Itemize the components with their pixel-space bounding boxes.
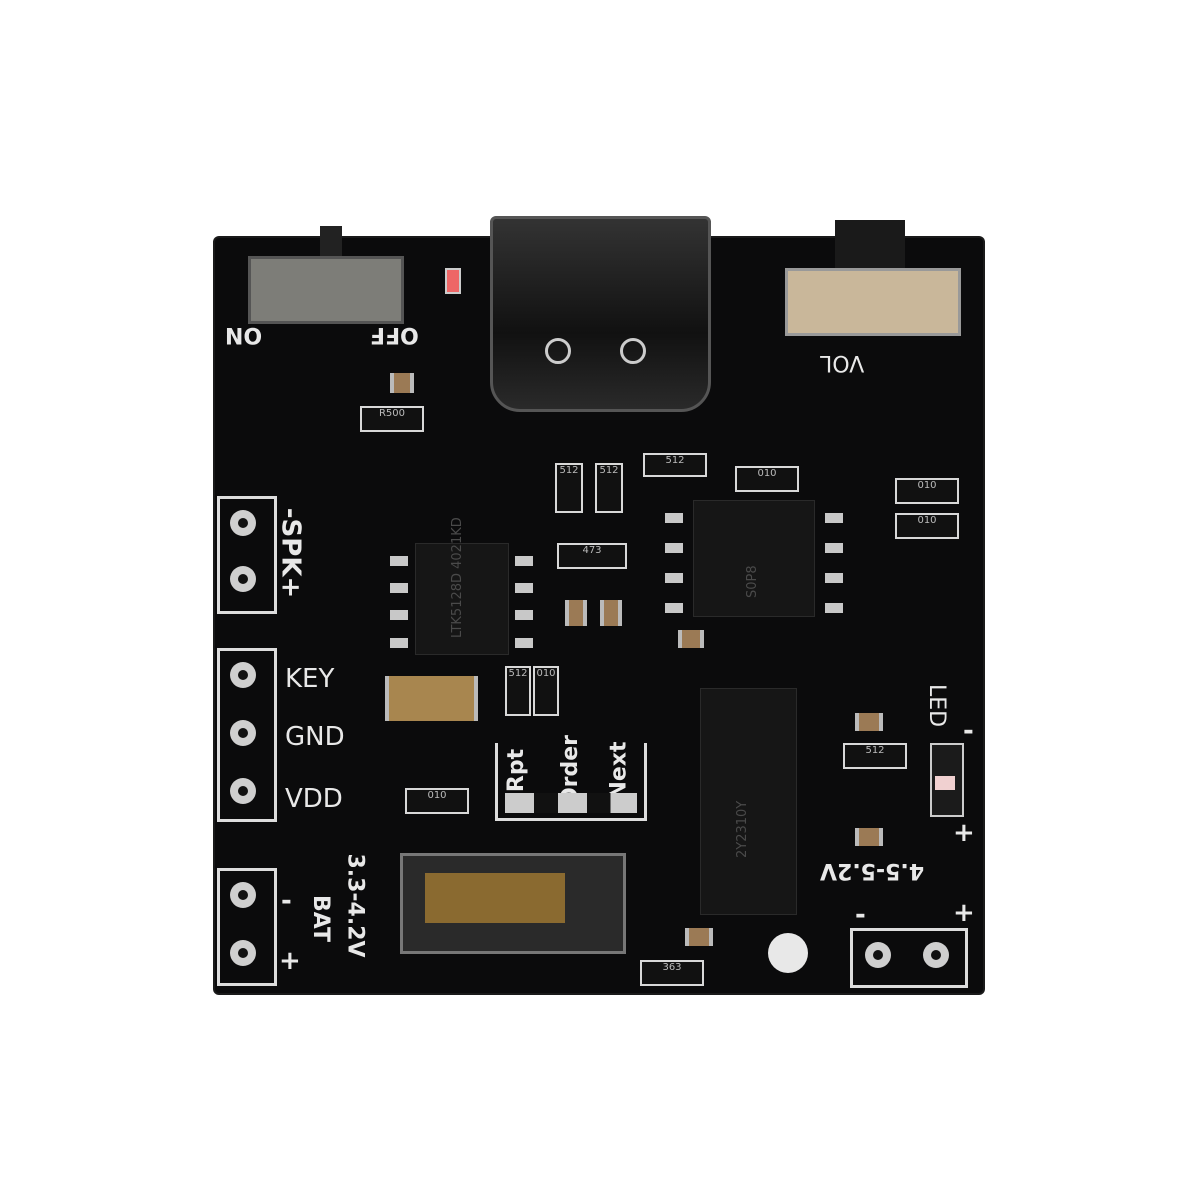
battery-slide-switch-actuator[interactable] bbox=[425, 873, 565, 923]
chip-leg bbox=[515, 610, 533, 620]
chip-leg bbox=[390, 638, 408, 648]
chip-leg bbox=[665, 603, 683, 613]
label-vdd: VDD bbox=[285, 784, 343, 814]
resistor: 512 bbox=[595, 463, 623, 513]
resistor: 010 bbox=[533, 666, 559, 716]
capacitor bbox=[855, 828, 883, 846]
amplifier-chip-marking: LTK5128D 4021KD bbox=[450, 517, 465, 638]
label-bat: BAT bbox=[308, 894, 334, 943]
vol-switch-knob[interactable] bbox=[835, 220, 905, 270]
chip-leg bbox=[825, 513, 843, 523]
resistor: R500 bbox=[360, 406, 424, 432]
label-gnd: GND bbox=[285, 722, 345, 752]
capacitor bbox=[565, 600, 587, 626]
gnd-pin[interactable] bbox=[230, 720, 256, 746]
usb-c-mount-hole bbox=[545, 338, 571, 364]
capacitor bbox=[855, 713, 883, 731]
label-off: OFF bbox=[370, 322, 419, 347]
chip-leg bbox=[390, 610, 408, 620]
chip-leg bbox=[665, 513, 683, 523]
chip-leg bbox=[665, 543, 683, 553]
chip-leg bbox=[825, 543, 843, 553]
speaker-pin[interactable] bbox=[230, 566, 256, 592]
battery-pin-positive[interactable] bbox=[230, 940, 256, 966]
resistor: 512 bbox=[555, 463, 583, 513]
pcb-board: ON OFF VOL -SPK+ KEY GND VDD - + 3.3-4.2… bbox=[215, 216, 983, 993]
label-usb-minus: - bbox=[855, 900, 866, 930]
battery-pin-negative[interactable] bbox=[230, 882, 256, 908]
resistor: 010 bbox=[735, 466, 799, 492]
chip-leg bbox=[825, 603, 843, 613]
tantalum-capacitor bbox=[385, 676, 478, 721]
usb-c-connector[interactable] bbox=[490, 216, 711, 412]
label-key: KEY bbox=[285, 664, 335, 694]
decoder-chip bbox=[700, 688, 797, 915]
power-input-pin[interactable] bbox=[923, 942, 949, 968]
label-spk: -SPK+ bbox=[275, 507, 306, 599]
label-bat-plus: + bbox=[279, 946, 301, 976]
label-usb-plus: + bbox=[953, 898, 975, 928]
resistor: 010 bbox=[895, 513, 959, 539]
chip-leg bbox=[515, 638, 533, 648]
chip-leg bbox=[390, 583, 408, 593]
resistor: 010 bbox=[895, 478, 959, 504]
capacitor bbox=[685, 928, 713, 946]
chip-leg bbox=[515, 556, 533, 566]
label-led-minus: - bbox=[963, 716, 974, 746]
vol-slide-switch[interactable] bbox=[785, 268, 961, 336]
label-bat-minus: - bbox=[281, 886, 292, 916]
amplifier-chip bbox=[415, 543, 509, 655]
status-led-lens bbox=[935, 776, 955, 790]
mode-jumper-pads[interactable] bbox=[505, 793, 637, 813]
resistor: 512 bbox=[843, 743, 907, 769]
power-input-pin[interactable] bbox=[865, 942, 891, 968]
capacitor bbox=[600, 600, 622, 626]
mounting-hole bbox=[768, 933, 808, 973]
key-pin[interactable] bbox=[230, 662, 256, 688]
resistor: 473 bbox=[557, 543, 627, 569]
label-led: LED bbox=[924, 683, 950, 728]
power-switch-knob[interactable] bbox=[320, 226, 342, 256]
resistor: 512 bbox=[643, 453, 707, 477]
capacitor bbox=[390, 373, 414, 393]
label-led-plus: + bbox=[953, 818, 975, 848]
capacitor bbox=[678, 630, 704, 648]
label-next: Next bbox=[606, 741, 632, 800]
resistor: 363 bbox=[640, 960, 704, 986]
speaker-pin[interactable] bbox=[230, 510, 256, 536]
mode-jumper-box bbox=[495, 743, 647, 821]
label-usb-voltage: 4.5-5.2V bbox=[820, 858, 925, 883]
indicator-led bbox=[445, 268, 461, 294]
chip-leg bbox=[665, 573, 683, 583]
power-slide-switch[interactable] bbox=[248, 256, 404, 324]
vdd-pin[interactable] bbox=[230, 778, 256, 804]
label-on: ON bbox=[225, 322, 263, 347]
label-rpt: Rpt bbox=[504, 748, 530, 793]
decoder-chip-marking: 2Y2310Y bbox=[735, 800, 750, 858]
mcu-chip bbox=[693, 500, 815, 617]
label-vol: VOL bbox=[820, 350, 865, 375]
chip-leg bbox=[515, 583, 533, 593]
resistor: 512 bbox=[505, 666, 531, 716]
chip-leg bbox=[390, 556, 408, 566]
resistor: 010 bbox=[405, 788, 469, 814]
chip-leg bbox=[825, 573, 843, 583]
label-bat-voltage: 3.3-4.2V bbox=[342, 853, 368, 958]
mcu-chip-marking: S0P8 bbox=[745, 565, 760, 598]
usb-c-mount-hole bbox=[620, 338, 646, 364]
